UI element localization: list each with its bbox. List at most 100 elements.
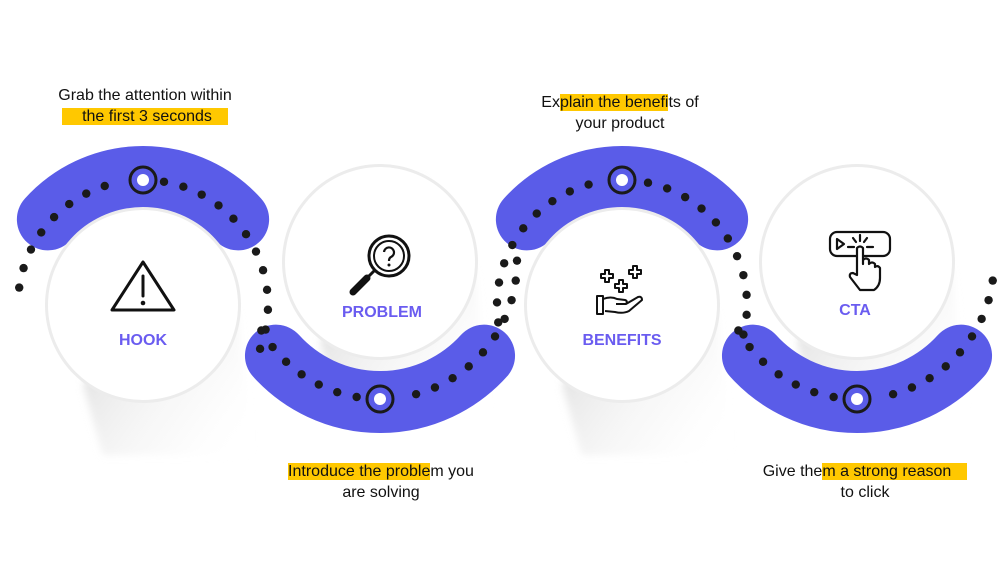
caption-cta: Give them a strong reason to click <box>745 461 985 503</box>
path-dot <box>262 285 272 294</box>
step-label-hook: HOOK <box>119 332 167 349</box>
path-dot <box>263 305 273 314</box>
path-dot <box>507 295 516 305</box>
path-dot <box>519 224 528 233</box>
path-dot <box>448 373 457 383</box>
path-dot <box>197 190 206 199</box>
path-dot <box>26 245 36 254</box>
path-dot <box>19 263 28 273</box>
path-dot <box>984 295 993 305</box>
path-dot <box>988 276 997 285</box>
path-dot <box>258 266 268 275</box>
path-dot <box>925 373 934 383</box>
path-dot <box>532 209 541 218</box>
path-dot <box>829 392 838 402</box>
path-dot <box>159 177 169 186</box>
ring-marker-center <box>851 393 863 405</box>
path-dot <box>411 389 421 399</box>
step-label-benefits: BENEFITS <box>582 332 662 349</box>
path-dot <box>499 259 509 268</box>
path-dot <box>711 218 721 227</box>
step-label-problem: PROBLEM <box>342 304 422 321</box>
path-dot <box>791 380 800 389</box>
path-dot <box>758 357 768 366</box>
path-dot <box>888 389 898 399</box>
path-dot <box>584 180 593 189</box>
caption-text: Ex <box>541 94 560 111</box>
path-dot <box>15 283 24 292</box>
path-dot <box>907 383 917 392</box>
path-dot <box>494 278 504 287</box>
path-dot <box>281 357 291 366</box>
path-dot <box>268 342 277 352</box>
path-dot <box>492 298 502 307</box>
caption-text: Give the <box>762 463 823 480</box>
path-dot <box>967 332 977 341</box>
path-dot <box>490 332 500 341</box>
path-dot <box>774 370 783 379</box>
path-dot <box>500 314 509 324</box>
path-dot <box>739 270 748 280</box>
ring-marker-center <box>374 393 386 405</box>
path-dot <box>810 387 819 397</box>
caption-text: ts of <box>668 94 699 111</box>
path-dot <box>314 380 323 389</box>
caption-line: Grab the attention within <box>58 87 232 104</box>
path-dot <box>742 290 751 300</box>
path-dot <box>251 247 261 256</box>
path-dot <box>723 234 733 243</box>
step-label-cta: CTA <box>839 302 871 319</box>
path-dot <box>82 189 91 198</box>
caption-line: your product <box>575 115 665 132</box>
path-dot <box>680 192 690 202</box>
caption-text: m you <box>430 463 474 480</box>
caption-highlight: Introduce the proble <box>288 463 431 480</box>
path-dot <box>255 344 265 354</box>
path-dot <box>297 370 306 379</box>
path-dot <box>333 387 342 397</box>
path-dot <box>565 187 575 196</box>
path-dot <box>352 392 361 402</box>
path-dot <box>742 310 751 320</box>
magnifier-question-icon <box>349 234 411 296</box>
warning-icon <box>110 260 176 312</box>
path-dot <box>229 214 238 223</box>
step-circle-problem <box>285 167 475 357</box>
path-dot <box>49 212 59 222</box>
path-dot <box>508 240 517 250</box>
ring-marker-center <box>616 174 628 186</box>
path-dot <box>511 276 520 285</box>
path-dot <box>179 182 188 191</box>
path-dot <box>257 326 266 335</box>
hand-sparkles-icon <box>596 265 643 315</box>
path-dot <box>662 184 672 193</box>
path-dot <box>697 204 706 213</box>
path-dot <box>214 201 223 210</box>
caption-line: to click <box>840 484 890 501</box>
caption-highlight: plain the benefi <box>559 94 669 111</box>
caption-benefits: Explain the benefits of your product <box>520 92 720 134</box>
path-dot <box>241 230 251 239</box>
path-dot <box>100 181 109 191</box>
path-dot <box>548 196 557 206</box>
path-dot <box>745 342 754 352</box>
path-dot <box>977 314 986 324</box>
path-dot <box>512 256 522 265</box>
caption-line: are solving <box>342 484 420 501</box>
path-dot <box>430 383 440 392</box>
ring-marker-center <box>137 174 149 186</box>
path-dot <box>955 348 965 357</box>
path-dot <box>65 199 74 209</box>
path-dot <box>941 362 950 371</box>
path-dot <box>478 348 488 357</box>
caption-hook: Grab the attention within the first 3 se… <box>40 85 250 127</box>
path-dot <box>494 318 503 327</box>
caption-highlight: the first 3 seconds <box>62 108 228 125</box>
caption-highlight: m a strong reason <box>822 463 968 480</box>
click-button-icon <box>828 230 892 292</box>
path-dot <box>732 251 742 261</box>
path-dot <box>37 228 46 237</box>
path-dot <box>734 326 743 335</box>
path-dot <box>643 178 653 187</box>
path-dot <box>464 362 473 371</box>
